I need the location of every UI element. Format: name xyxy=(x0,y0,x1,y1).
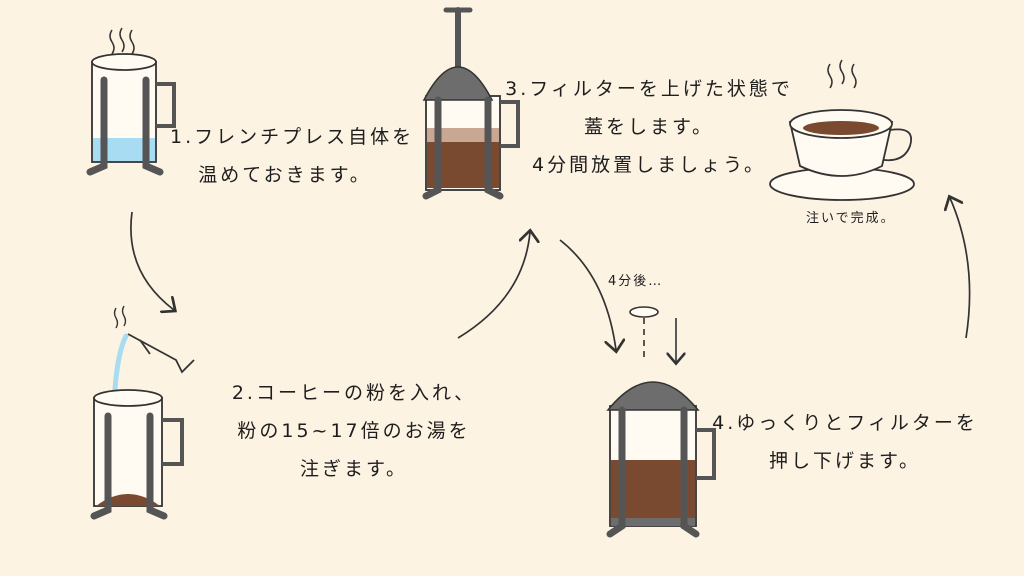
french-press-steeping-icon xyxy=(422,7,520,200)
step-2-text: 2.コーヒーの粉を入れ、 粉の15~17倍のお湯を 注ぎます。 xyxy=(224,374,484,488)
done-annotation: 注いで完成。 xyxy=(806,211,896,226)
step-1-line-1: 1.フレンチプレス自体を xyxy=(170,126,415,148)
step-2-line-1: 2.コーヒーの粉を入れ、 xyxy=(231,382,477,404)
step-1-text: 1.フレンチプレス自体を 温めておきます。 xyxy=(170,118,415,194)
wait-annotation: 4分後… xyxy=(608,274,664,289)
step-3-line-3: 4分間放置しましょう。 xyxy=(532,154,766,176)
french-press-pouring-icon xyxy=(90,305,195,520)
step-3-line-2: 蓋をします。 xyxy=(583,116,715,138)
step-3-line-1: 3.フィルターを上げた状態で xyxy=(505,78,793,100)
step-2-line-3: 注ぎます。 xyxy=(299,458,409,480)
step-2-line-2: 粉の15~17倍のお湯を xyxy=(237,420,471,442)
coffee-cup-icon xyxy=(769,59,915,201)
step-3-text: 3.フィルターを上げた状態で 蓋をします。 4分間放置しましょう。 xyxy=(504,70,794,184)
arrow-step3-to-step4 xyxy=(559,239,616,350)
french-press-plunging-icon xyxy=(606,306,716,538)
arrow-step2-to-step3 xyxy=(457,232,530,339)
step-4-line-1: 4.ゆっくりとフィルターを xyxy=(712,412,978,434)
step-1-line-2: 温めておきます。 xyxy=(198,164,372,186)
step-4-text: 4.ゆっくりとフィルターを 押し下げます。 xyxy=(700,404,990,480)
french-press-warming-icon xyxy=(86,27,176,176)
step-4-line-2: 押し下げます。 xyxy=(768,450,922,472)
arrow-step4-to-cup xyxy=(950,198,971,339)
arrow-step1-to-step2 xyxy=(130,211,174,310)
